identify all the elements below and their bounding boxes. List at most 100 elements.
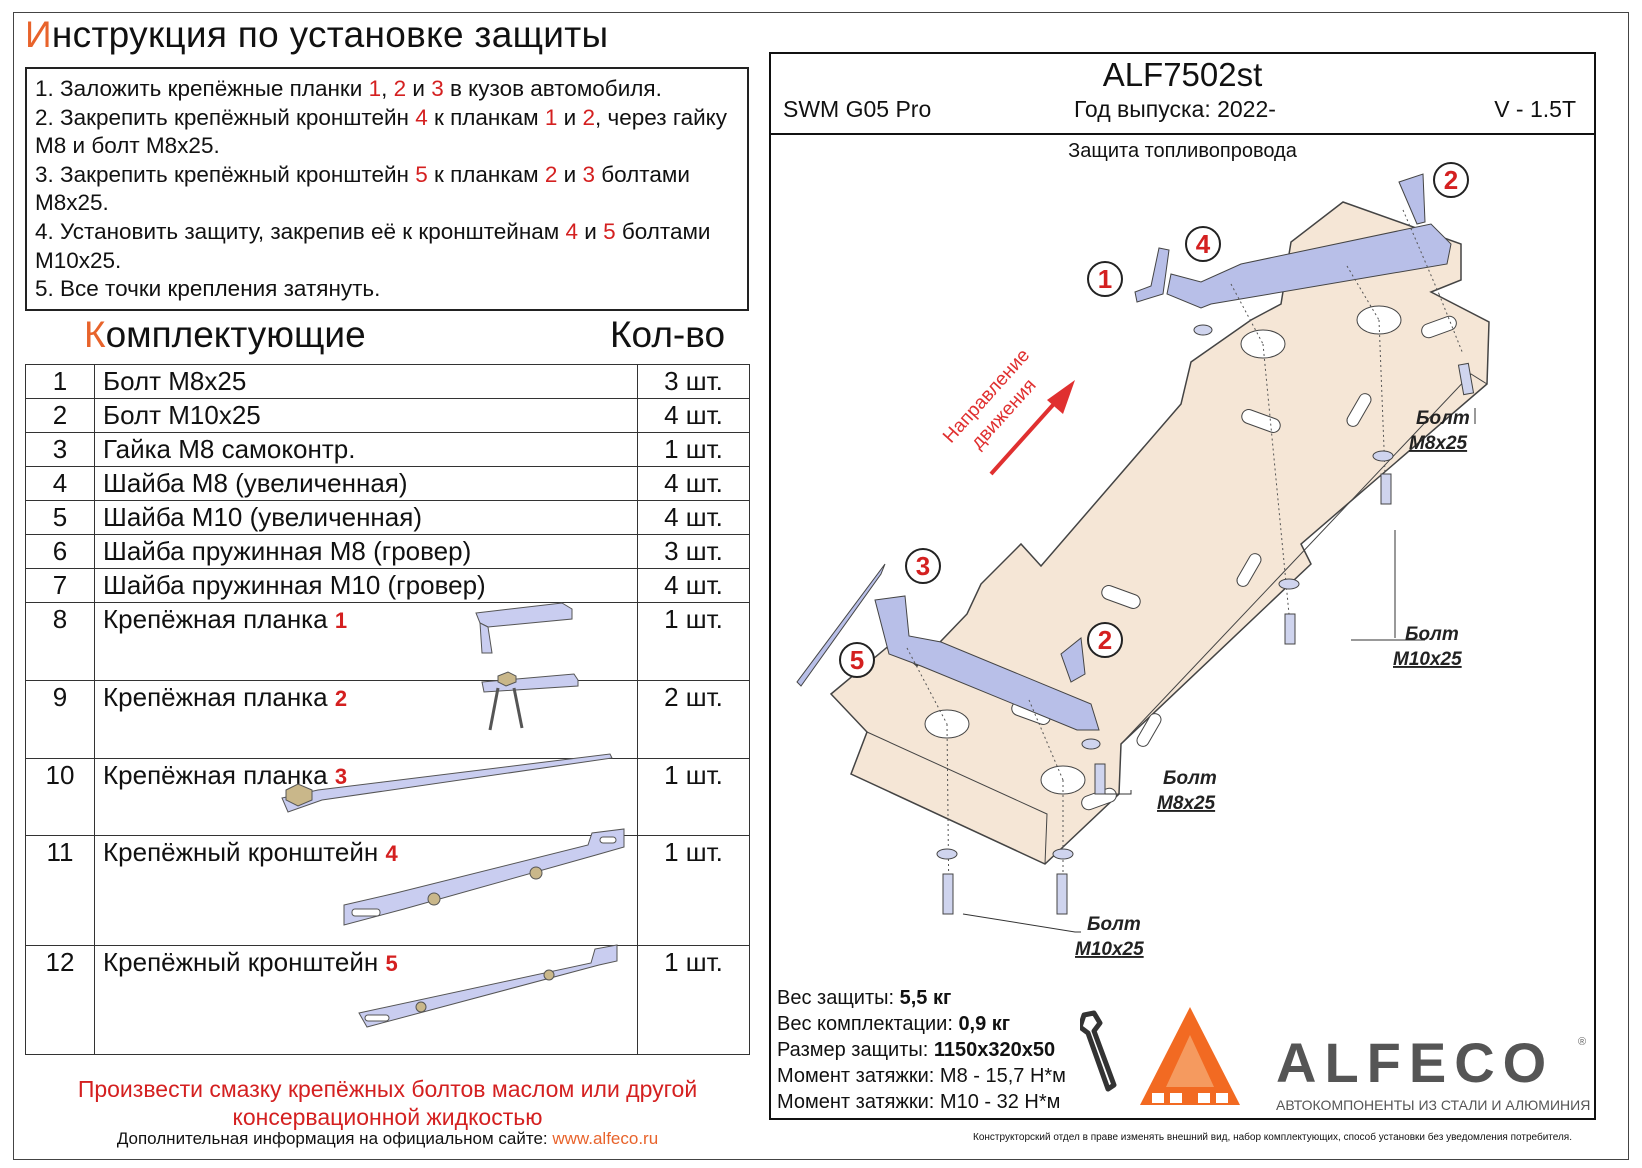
instruction-step: 1. Заложить крепёжные планки 1, 2 и 3 в … [35,76,662,101]
item-name-text: Крепёжный кронштейн [103,837,379,867]
item-name: Болт М10х25 [94,398,638,433]
product-name: Защита топливопровода [1068,140,1297,162]
spec-line: Момент затяжки: М8 - 15,7 Н*м [777,1063,1066,1089]
item-name-text: Крепёжная планка [103,604,328,634]
item-name-text: Шайба М8 (увеличенная) [103,468,408,498]
instruction-step: 3. Закрепить крепёжный кронштейн 5 к пла… [35,161,690,216]
item-name-text: Крепёжная планка [103,760,328,790]
instruction-step: 5. Все точки крепления затянуть. [35,276,381,302]
item-name-text: Болт М8х25 [103,366,247,396]
item-number: 10 [25,758,95,836]
bracket-5-image [358,944,618,1028]
item-ref: 1 [334,608,348,633]
product-code: ALF7502st [1102,56,1263,93]
spec-label: Размер защиты: [777,1039,934,1061]
item-number: 8 [25,602,95,681]
spec-value: М10 - 32 Н*м [939,1091,1061,1113]
bolt-label-b: М8х25 [1409,433,1468,454]
page-title: Инструкция по установке защиты [25,14,609,55]
installation-diagram: Направление движения 1 2 4 3 5 2 Болт М8… [796,162,1490,960]
bracket-4-image [343,828,625,926]
item-number: 1 [25,364,95,399]
drawing-header: ALF7502st SWM G05 Pro Год выпуска: 2022-… [771,54,1594,135]
website-info: Дополнительная информация на официальном… [116,1129,659,1148]
item-name: Крепёжная планка 3 [94,758,638,836]
callout-5: 5 [850,645,864,675]
spec-value: М8 - 15,7 Н*м [939,1065,1066,1087]
item-name: Крепёжная планка 2 [94,680,638,759]
item-ref: 3 [334,764,348,789]
plank-1-image [475,602,573,654]
car-model: SWM G05 Pro [783,96,932,122]
bolt-label-a: Болт [1416,408,1470,429]
item-number: 4 [25,466,95,501]
item-number: 7 [25,568,95,603]
brand-tagline: АВТОКОМПОНЕНТЫ ИЗ СТАЛИ И АЛЮМИНИЯ [1276,1097,1591,1113]
item-number: 9 [25,680,95,759]
bracket-5 [874,595,1100,731]
instruction-steps: 1. Заложить крепёжные планки 1, 2 и 3 в … [25,67,749,311]
item-name-text: Шайба М10 (увеличенная) [103,502,422,532]
bolt-label-b: М10х25 [1393,649,1462,670]
bolt-label-a: Болт [1405,624,1459,645]
spec-value: 1150х320х50 [933,1039,1056,1061]
bolt-label-b: М8х25 [1157,793,1216,814]
item-name: Крепёжная планка 1 [94,602,638,681]
shield-plate [829,201,1490,865]
spec-line: Вес защиты: 5,5 кг [777,985,1066,1011]
registered-mark: ® [1578,1036,1587,1048]
brand-name: ALFECO [1276,1031,1555,1094]
item-name: Болт М8х25 [94,364,638,399]
quantity-heading: Кол-во [610,314,726,355]
item-quantity: 3 шт. [637,534,750,569]
website-link[interactable]: www.alfeco.ru [552,1129,659,1148]
bolt-label-a: Болт [1163,768,1217,789]
item-quantity: 4 шт. [637,466,750,501]
item-quantity: 1 шт. [637,835,750,946]
table-row: 7 Шайба пружинная М10 (гровер) 4 шт. [25,568,750,603]
item-name-text: Болт М10х25 [103,400,261,430]
callout-3: 3 [916,551,930,581]
engine-spec: V - 1.5T [1494,96,1576,122]
item-name: Гайка М8 самоконтр. [94,432,638,467]
item-name: Шайба пружинная М10 (гровер) [94,568,638,603]
item-name-text: Шайба пружинная М8 (гровер) [103,536,472,566]
item-quantity: 1 шт. [637,432,750,467]
components-heading: Комплектующие [84,314,366,355]
item-name: Крепёжный кронштейн 5 [94,945,638,1055]
bolt-label-b: М10х25 [1075,939,1144,960]
page-frame [13,12,1629,1160]
table-row: 4 Шайба М8 (увеличенная) 4 шт. [25,466,750,501]
item-name: Шайба пружинная М8 (гровер) [94,534,638,569]
item-name-text: Шайба пружинная М10 (гровер) [103,570,486,600]
spec-label: Момент затяжки: [777,1091,940,1113]
item-quantity: 1 шт. [637,945,750,1055]
item-number: 6 [25,534,95,569]
item-name: Шайба М10 (увеличенная) [94,500,638,535]
callout-4: 4 [1196,229,1211,259]
item-quantity: 2 шт. [637,680,750,759]
spec-value: 0,9 кг [958,1013,1011,1035]
item-number: 12 [25,945,95,1055]
bolt-label-a: Болт [1087,914,1141,935]
item-quantity: 4 шт. [637,500,750,535]
item-quantity: 1 шт. [637,758,750,836]
item-quantity: 4 шт. [637,568,750,603]
spec-line: Вес комплектации: 0,9 кг [777,1011,1066,1037]
model-year: Год выпуска: 2022- [1074,96,1276,122]
item-name-text: Крепёжная планка [103,682,328,712]
item-number: 3 [25,432,95,467]
item-quantity: 1 шт. [637,602,750,681]
plank-2-image [481,671,579,731]
lubrication-note: Произвести смазку крепёжных болтов масло… [77,1076,698,1130]
spec-label: Момент затяжки: [777,1065,940,1087]
callout-2-bottom: 2 [1098,625,1112,655]
